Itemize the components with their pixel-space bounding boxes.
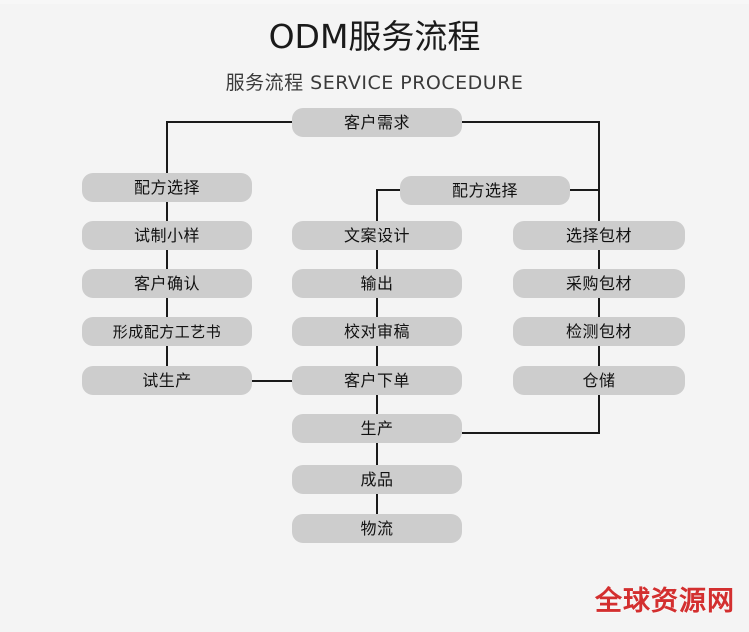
node-formula-selection-2[interactable]: 配方选择: [400, 176, 570, 205]
page-title: ODM服务流程: [268, 17, 481, 56]
node-customer-confirm[interactable]: 客户确认: [82, 269, 252, 298]
page-subtitle: 服务流程 SERVICE PROCEDURE: [225, 72, 524, 94]
node-proofreading[interactable]: 校对审稿: [292, 317, 462, 346]
node-purchase-packaging[interactable]: 采购包材: [513, 269, 685, 298]
node-copy-design[interactable]: 文案设计: [292, 221, 462, 250]
node-customer-order[interactable]: 客户下单: [292, 366, 462, 395]
line-root-to-packaging: [460, 121, 600, 190]
node-formula-selection[interactable]: 配方选择: [82, 173, 252, 202]
node-formula-process-doc[interactable]: 形成配方工艺书: [82, 317, 252, 346]
node-trial-production[interactable]: 试生产: [82, 366, 252, 395]
line-formula2-to-copy: [376, 189, 400, 221]
top-divider: [0, 0, 749, 4]
node-production[interactable]: 生产: [292, 414, 462, 443]
node-logistics[interactable]: 物流: [292, 514, 462, 543]
node-warehousing[interactable]: 仓储: [513, 366, 685, 395]
node-output[interactable]: 输出: [292, 269, 462, 298]
watermark-logo: 全球资源网: [595, 586, 735, 617]
line-root-to-formula: [166, 121, 292, 173]
node-finished-product[interactable]: 成品: [292, 465, 462, 494]
node-customer-requirement[interactable]: 客户需求: [292, 108, 462, 137]
node-trial-sample[interactable]: 试制小样: [82, 221, 252, 250]
node-select-packaging[interactable]: 选择包材: [513, 221, 685, 250]
line-storage-to-production: [462, 395, 600, 434]
node-inspect-packaging[interactable]: 检测包材: [513, 317, 685, 346]
